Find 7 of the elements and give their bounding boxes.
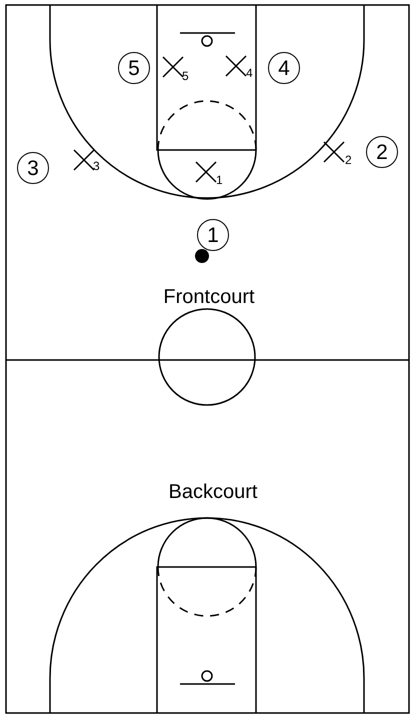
court-label: Backcourt	[168, 482, 258, 502]
defender-number: 1	[216, 174, 223, 186]
court-label: Frontcourt	[163, 287, 255, 307]
defender-number: 3	[93, 160, 100, 172]
defender-number: 2	[345, 154, 352, 166]
defender-number: 4	[246, 67, 253, 79]
defender-number: 5	[182, 70, 189, 82]
